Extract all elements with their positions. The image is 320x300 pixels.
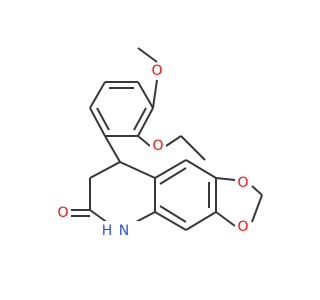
canvas-background	[0, 0, 300, 300]
bond-c6-n	[89, 209, 109, 224]
atom-oxygen-methoxy: O	[151, 63, 162, 79]
atom-hydrogen-nh: H	[102, 223, 113, 239]
bond-methyl-methoxy	[137, 47, 158, 63]
atom-bg-carbonyl	[55, 205, 71, 221]
bond-c4-c8	[119, 161, 156, 179]
bond-ring1-e-inner	[133, 107, 147, 131]
bond-ring2-d	[185, 211, 217, 231]
atom-nitrogen: N	[119, 223, 129, 239]
bond-layer	[71, 47, 263, 231]
atom-oxygen-dioxole-bottom: O	[237, 219, 248, 235]
atom-oxygen-carbonyl: O	[57, 205, 68, 221]
bond-methoxy-ring	[152, 79, 158, 109]
bond-dioxole-1	[215, 177, 236, 181]
bond-ethoxy-ch2	[165, 135, 182, 147]
bond-ring2-b	[185, 159, 217, 179]
bond-dioxole-3	[251, 194, 263, 223]
bond-ring2-a	[154, 159, 187, 179]
bond-ring2-e	[154, 211, 187, 231]
molecule-structure-diagram: O O O O O H N	[0, 0, 300, 300]
bond-dioxole-2	[251, 185, 263, 196]
atom-bg-ethoxy	[150, 138, 166, 154]
bond-ethoxy-ch3	[180, 135, 206, 161]
bond-ring-ethoxy-o	[137, 135, 151, 147]
bond-ring2-e-inner	[159, 205, 187, 223]
atom-bg-dioxole-bottom	[235, 219, 251, 235]
bond-ring1-e	[137, 107, 154, 137]
bond-c8-c7	[89, 161, 121, 179]
atom-bg-nh	[99, 221, 139, 243]
atom-oxygen-dioxole-top: O	[237, 175, 248, 191]
atom-bg-methoxy	[149, 63, 165, 79]
bond-ring2-a-inner	[159, 167, 187, 185]
bond-aryl-link	[104, 135, 121, 163]
atom-labels: O O O O O H N	[55, 63, 251, 243]
bond-dioxole-4	[215, 211, 236, 227]
bond-ring1-f	[137, 81, 154, 109]
bond-ring1-c-inner	[96, 107, 110, 131]
atom-bg-dioxole-top	[235, 175, 251, 191]
bond-ring1-c	[89, 107, 106, 137]
atom-oxygen-ethoxy: O	[152, 138, 163, 154]
bond-ring1-b	[89, 81, 106, 109]
